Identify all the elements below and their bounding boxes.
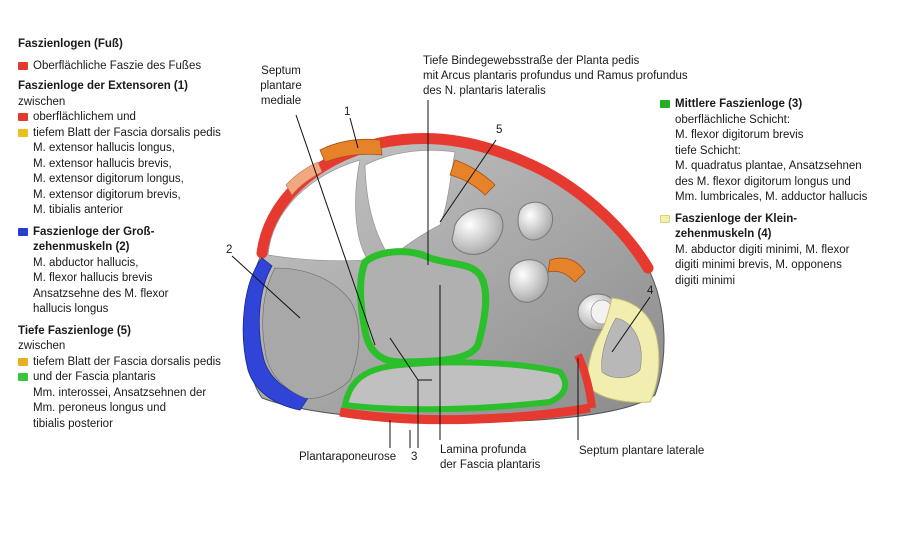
swatch-extensor-a xyxy=(18,113,28,121)
deep-heading: Tiefe Faszienloge (5) xyxy=(18,324,131,337)
metatarsal-bone-3 xyxy=(508,259,549,303)
extensor-line-a: oberflächlichem und xyxy=(18,110,221,126)
deep-line-b: und der Fascia plantaris xyxy=(18,370,221,386)
big-toe-muscle: M. flexor hallucis brevis xyxy=(33,272,153,284)
deep-muscle: tibialis posterior xyxy=(33,417,113,430)
middle-compartment-lower xyxy=(341,359,569,413)
small-toe-inner xyxy=(601,317,642,379)
deep-muscle: Mm. interossei, Ansatzsehnen der xyxy=(33,386,207,399)
extensor-muscle: M. extensor digitorum longus, xyxy=(33,173,184,185)
big-toe-muscle: M. abductor hallucis, xyxy=(33,256,139,269)
leader-2 xyxy=(231,255,301,319)
label-plantaraponeurose: Plantaraponeurose xyxy=(299,451,397,463)
label-lamina-line: der Fascia plantaris xyxy=(440,459,541,471)
leader-3a xyxy=(389,337,419,381)
extensor-orange-2 xyxy=(449,159,496,196)
middle-line: Mm. lumbricales, M. adductor hallucis xyxy=(675,191,868,203)
leader-5 xyxy=(439,139,497,223)
extensor-orange-3 xyxy=(547,257,586,283)
deep-muscle: Mm. peroneus longus und xyxy=(33,402,166,414)
big-toe-compartment-inner xyxy=(262,267,360,399)
label-lamina-line: Lamina profunda xyxy=(440,444,527,456)
label-tiefe-line: des N. plantaris lateralis xyxy=(423,85,546,97)
swatch-superficial xyxy=(18,61,28,70)
extensor-heading: Faszienloge der Extensoren (1) xyxy=(18,80,188,92)
label-number-4: 4 xyxy=(647,285,654,297)
label-septum-mediale-line: plantare xyxy=(260,80,302,92)
extensor-between: zwischen xyxy=(18,95,66,108)
big-toe-heading: Faszienloge der Groß- xyxy=(18,225,221,241)
big-toe-compartment-band xyxy=(242,257,309,411)
leader-septum-mediale xyxy=(295,114,376,346)
legend-left: Faszienlogen (Fuß) Oberflächliche Faszie… xyxy=(18,37,221,432)
label-number-1: 1 xyxy=(344,106,351,118)
extensor-orange-1 xyxy=(319,138,383,163)
extensor-line-b: tiefem Blatt der Fascia dorsalis pedis xyxy=(18,126,221,142)
extensor-muscle: M. extensor digitorum brevis, xyxy=(33,188,181,201)
extensor-muscle: M. extensor hallucis brevis, xyxy=(33,157,172,170)
small-toe-heading-2: zehenmuskeln (4) xyxy=(675,228,772,240)
label-septum-mediale-line: mediale xyxy=(260,95,302,107)
label-septum-mediale: Septum plantare mediale xyxy=(255,64,307,109)
big-toe-muscle: Ansatzsehne des M. flexor xyxy=(33,287,169,300)
label-septum-mediale-line: Septum xyxy=(261,65,301,77)
middle-line: oberflächliche Schicht: xyxy=(675,113,791,126)
deep-between: zwischen xyxy=(18,340,66,352)
swatch-extensor-b xyxy=(18,128,28,137)
label-number-3: 3 xyxy=(411,451,418,463)
dorsal-white-area xyxy=(267,159,369,262)
middle-heading: Mittlere Faszienloge (3) xyxy=(660,97,867,113)
leader-1 xyxy=(349,117,359,149)
leader-4 xyxy=(611,296,651,353)
deep-line-a: tiefem Blatt der Fascia dorsalis pedis xyxy=(18,355,221,371)
middle-line: M. flexor digitorum brevis xyxy=(675,129,804,141)
middle-line: M. quadratus plantae, Ansatzsehnen xyxy=(675,160,862,172)
small-toe-line: digiti minimi brevis, M. opponens xyxy=(675,259,842,271)
small-toe-line: digiti minimi xyxy=(675,274,736,287)
metatarsal-bone-2 xyxy=(451,207,504,255)
extensor-muscle: M. tibialis anterior xyxy=(33,204,124,216)
swatch-small-toe xyxy=(660,214,670,223)
extensor-muscle: M. extensor hallucis longus, xyxy=(33,142,175,154)
swatch-deep-b xyxy=(18,373,28,381)
legend-right: Mittlere Faszienloge (3) oberflächliche … xyxy=(660,97,867,289)
middle-compartment-band xyxy=(356,248,490,366)
label-number-5: 5 xyxy=(496,124,503,136)
label-septum-laterale: Septum plantare laterale xyxy=(579,445,705,457)
legend-superficial: Oberflächliche Faszie des Fußes xyxy=(18,59,221,75)
big-toe-muscle: hallucis longus xyxy=(33,303,109,315)
swatch-big-toe xyxy=(18,227,28,236)
label-lamina-profunda: Lamina profunda der Fascia plantaris xyxy=(440,443,540,473)
dorsal-white-area-2 xyxy=(364,149,456,259)
legend-title: Faszienlogen (Fuß) xyxy=(18,38,123,50)
leader-lines xyxy=(231,100,651,448)
label-tiefe-line: mit Arcus plantaris profundus und Ramus … xyxy=(423,70,688,82)
swatch-deep-a xyxy=(18,357,28,366)
superficial-fascia-plantar xyxy=(339,403,591,425)
small-toe-heading: Faszienloge der Klein- xyxy=(660,212,867,228)
label-number-2: 2 xyxy=(226,244,233,256)
label-tiefe-bindegewebsstrasse: Tiefe Bindegewebsstraße der Planta pedis… xyxy=(423,54,688,99)
middle-line: tiefe Schicht: xyxy=(675,144,741,157)
big-toe-heading-2: zehenmuskeln (2) xyxy=(33,241,130,253)
swatch-middle xyxy=(660,100,670,108)
small-toe-line: M. abductor digiti minimi, M. flexor xyxy=(675,243,850,256)
extensor-orange-4 xyxy=(285,161,323,196)
middle-line: des M. flexor digitorum longus und xyxy=(675,175,851,188)
metatarsal-bone-1 xyxy=(517,201,554,241)
lateral-septum xyxy=(574,353,596,409)
label-tiefe-line: Tiefe Bindegewebsstraße der Planta pedis xyxy=(423,55,640,67)
